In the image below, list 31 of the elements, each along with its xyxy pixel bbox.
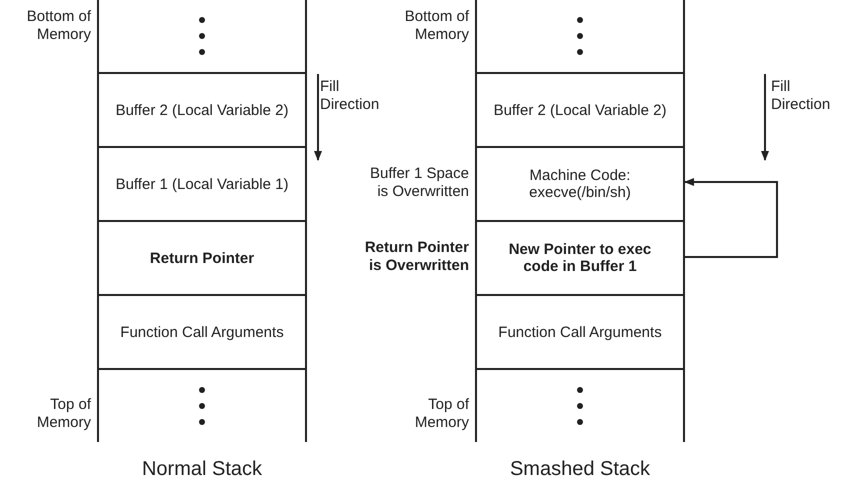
cell-text: Function Call Arguments (119, 324, 285, 340)
side-note: Return Pointer is Overwritten (364, 239, 469, 275)
stack-cell (97, 294, 307, 368)
stack-cell (97, 220, 307, 294)
fill-direction-label: Fill Direction (320, 78, 380, 114)
cell-text: Machine Code: execve(/bin/sh) (528, 167, 632, 201)
side-note: Buffer 1 Space is Overwritten (369, 165, 469, 201)
cell-text: Buffer 2 (Local Variable 2) (114, 102, 290, 118)
cell-text: Return Pointer (148, 250, 256, 266)
cell-text: Function Call Arguments (497, 324, 663, 340)
fill-direction-label: Fill Direction (771, 78, 832, 114)
arrow (684, 178, 778, 258)
stack-cell (475, 220, 685, 294)
stack-caption: Normal Stack (140, 458, 264, 481)
cell-text: Buffer 1 (Local Variable 1) (114, 176, 290, 192)
side-note: Top of Memory (36, 396, 91, 432)
side-note: Bottom of Memory (404, 8, 469, 44)
stack-gap-cell (97, 0, 307, 72)
stack-cell (97, 146, 307, 220)
side-note: Bottom of Memory (26, 8, 91, 44)
cell-text: Buffer 2 (Local Variable 2) (492, 102, 668, 118)
side-note: Top of Memory (414, 396, 469, 432)
stack-cell (97, 72, 307, 146)
stack-gap-cell (475, 368, 685, 442)
cell-text: New Pointer to exec code in Buffer 1 (508, 241, 652, 275)
stack-gap-cell (475, 0, 685, 72)
stack-cell (475, 72, 685, 146)
stack-caption: Smashed Stack (508, 458, 652, 481)
stack-cell (475, 294, 685, 368)
stack-gap-cell (97, 368, 307, 442)
stack-cell (475, 146, 685, 220)
